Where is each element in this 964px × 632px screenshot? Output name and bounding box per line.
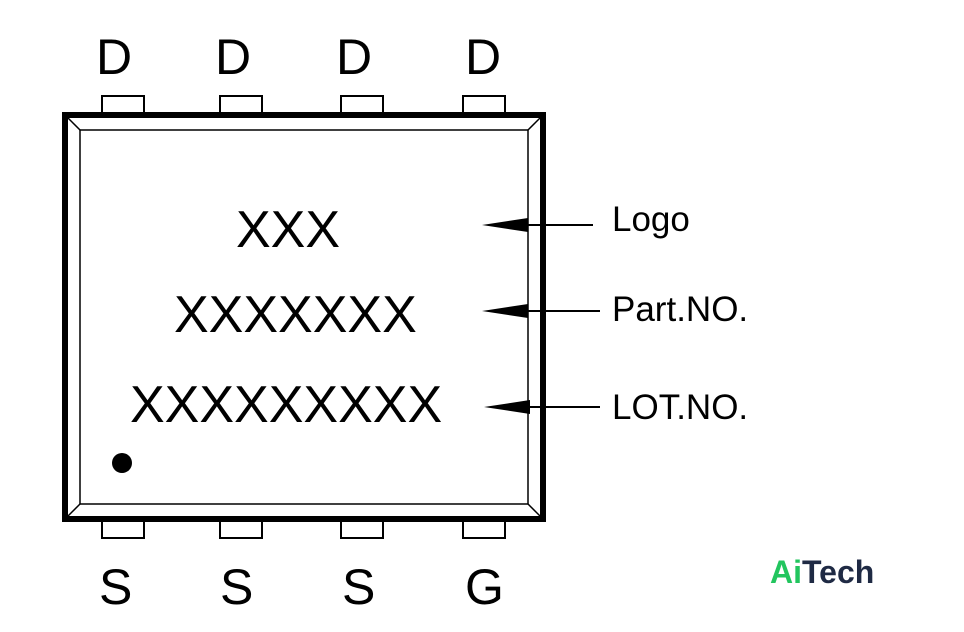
top-pin-label-4: D [465,29,502,85]
logo-mark: XXX [236,201,341,259]
bottom-pin-4 [462,519,506,539]
top-pin-3 [340,95,384,115]
bottom-pin-label-2: S [220,559,254,615]
top-pin-label-1: D [96,29,133,85]
logo-callout-label: Logo [612,200,690,239]
lot-no-callout-label: LOT.NO. [612,388,749,427]
logo-arrow [482,218,593,232]
aitech-logo: AiTech [770,556,874,588]
top-pin-1 [101,95,145,115]
part-no-mark: XXXXXXX [174,286,417,344]
top-pin-4 [462,95,506,115]
top-pin-2 [219,95,263,115]
bottom-pin-2 [219,519,263,539]
top-pin-label-3: D [336,29,373,85]
part-no-callout-label: Part.NO. [612,290,749,329]
part-no-arrow [482,304,600,318]
bottom-pin-3 [340,519,384,539]
bottom-pin-label-3: S [342,559,376,615]
brand-part2: Tech [802,554,875,590]
package-body [62,112,546,522]
pin1-indicator-dot [112,453,132,473]
brand-part1: Ai [770,554,802,590]
lot-no-mark: XXXXXXXXX [130,376,443,434]
top-pin-label-2: D [215,29,252,85]
lot-no-arrow [484,400,600,414]
bottom-pin-1 [101,519,145,539]
bottom-pin-label-4: G [465,559,504,615]
bottom-pin-label-1: S [99,559,133,615]
